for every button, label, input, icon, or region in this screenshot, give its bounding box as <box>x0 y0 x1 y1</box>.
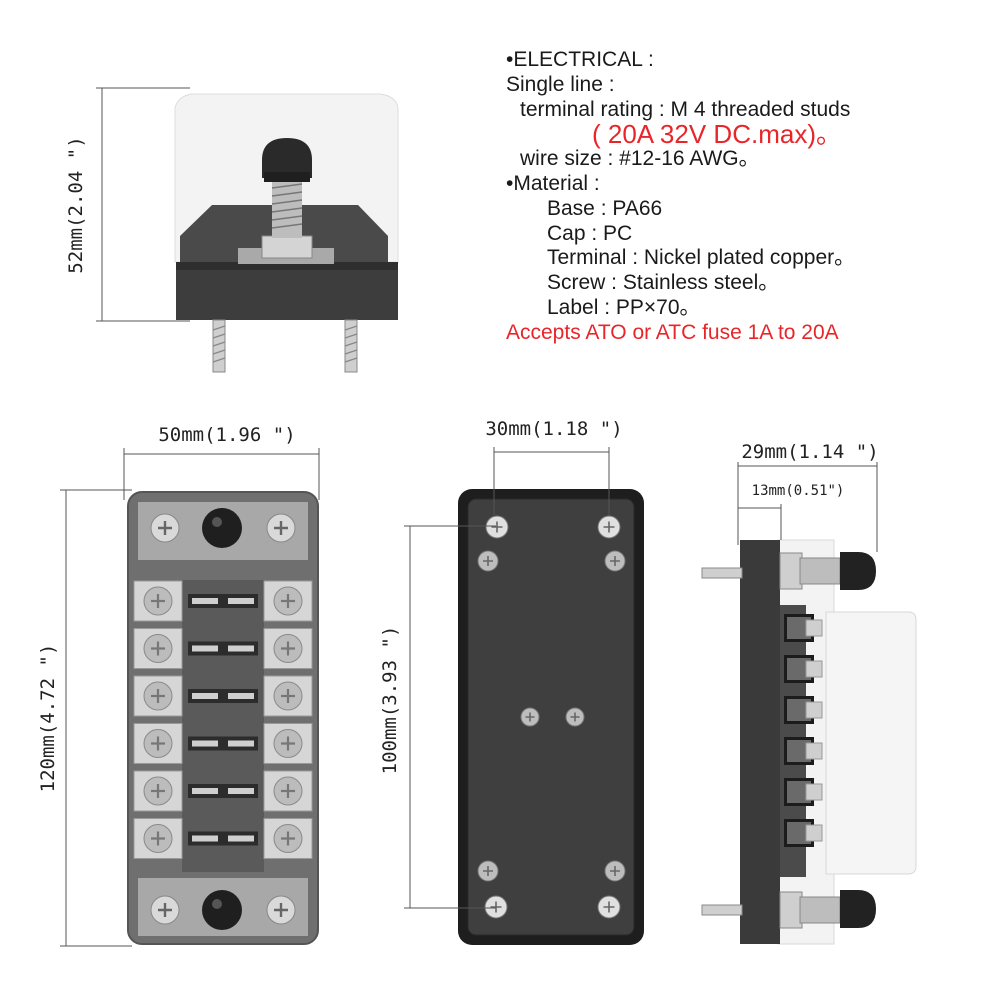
material-base: Base : PA66 <box>547 196 663 220</box>
height-dimension-label: 52mm(2.04 ") <box>65 136 87 273</box>
material-label: Label : PP×70。 <box>547 295 701 319</box>
fuse-holder <box>188 831 258 846</box>
fuse-holder <box>188 784 258 798</box>
fuse-slot <box>133 770 313 812</box>
depth-total-label: 29mm(1.14 ") <box>741 441 878 463</box>
hole-spacing-length-label: 100mm(3.93 ") <box>379 626 401 775</box>
hole-spacing-length-line <box>404 525 496 909</box>
fuse-slot <box>133 723 313 764</box>
fuse-slot <box>133 675 313 717</box>
rating-value: ( 20A 32V DC.max)。 <box>592 119 842 150</box>
width-dimension-label: 50mm(1.96 ") <box>158 424 295 446</box>
fuse-holder <box>188 689 258 703</box>
side-elevation-view: 52mm(2.04 ") <box>65 87 399 373</box>
material-screw: Screw : Stainless steel。 <box>547 271 780 295</box>
material-terminal: Terminal : Nickel plated copper。 <box>547 246 856 270</box>
back-view: 30mm(1.18 ") 100mm(3.93 ") <box>379 418 644 945</box>
wire-size-label: wire size : #12-16 AWG。 <box>520 147 760 171</box>
single-line-label: Single line : <box>506 72 615 96</box>
specifications-block: •ELECTRICAL : Single line : terminal rat… <box>506 48 855 346</box>
hole-spacing-width-label: 30mm(1.18 ") <box>485 418 622 440</box>
length-dimension-line <box>60 489 132 947</box>
width-dimension-line <box>123 448 320 500</box>
fuse-slot <box>133 818 313 859</box>
material-heading: •Material : <box>506 171 600 195</box>
fuse-holder <box>188 594 258 608</box>
accepts-fuse-note: Accepts ATO or ATC fuse 1A to 20A <box>506 320 839 344</box>
fuse-slot <box>133 580 313 622</box>
length-dimension-label: 120mm(4.72 ") <box>37 644 59 793</box>
fuse-slot <box>133 628 313 669</box>
mounting-holes <box>477 515 626 919</box>
height-dimension-line <box>96 87 190 322</box>
side-terminals <box>784 614 823 847</box>
front-view: 50mm(1.96 ") 120mm(4.72 ") <box>37 424 320 947</box>
depth-total-line <box>737 462 878 552</box>
terminal-rating-label: terminal rating : M 4 threaded studs <box>520 97 851 121</box>
fuse-holder <box>188 736 258 751</box>
side-profile-view: 29mm(1.14 ") 13mm(0.51") <box>701 441 917 945</box>
material-cap: Cap : PC <box>547 221 633 245</box>
electrical-heading: •ELECTRICAL : <box>506 48 654 71</box>
hole-spacing-width-line <box>493 447 610 515</box>
depth-base-line <box>737 504 782 540</box>
fuse-holder <box>188 641 258 656</box>
fuse-rows <box>133 580 313 859</box>
depth-base-label: 13mm(0.51") <box>752 483 845 499</box>
